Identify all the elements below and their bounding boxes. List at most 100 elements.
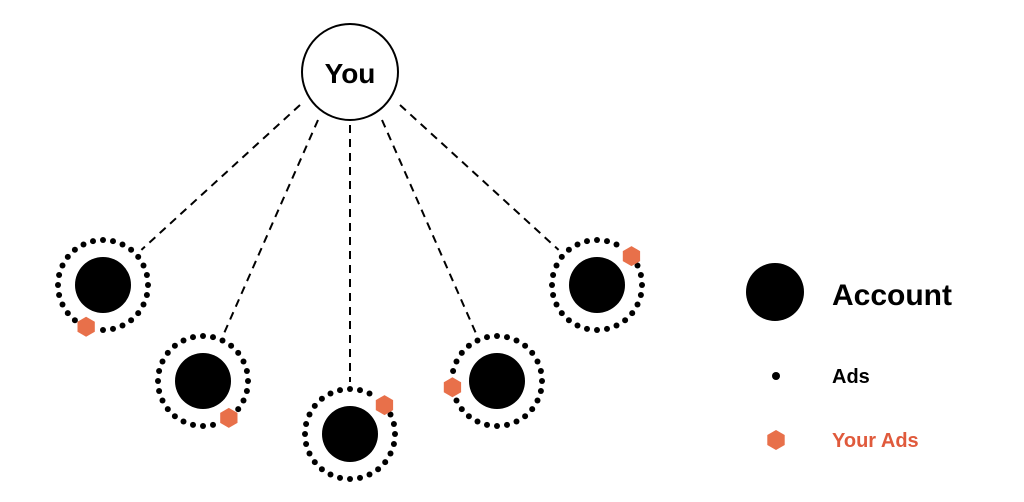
ad-dot (55, 282, 61, 288)
ad-dot (190, 334, 196, 341)
ad-dot (565, 246, 572, 253)
ad-dot (302, 431, 308, 437)
ad-dot (453, 358, 460, 365)
ad-dot (140, 301, 147, 308)
legend-ads-label: Ads (832, 366, 870, 388)
accounts (55, 237, 645, 482)
ad-dot (550, 272, 557, 278)
ad-dot (604, 238, 610, 245)
ad-dot (135, 253, 142, 260)
ad-dot (382, 459, 389, 466)
account-node (55, 237, 151, 337)
ad-dot (390, 441, 397, 447)
ad-dot (474, 418, 481, 425)
ad-dot (135, 310, 142, 317)
ad-dot (494, 333, 500, 339)
dot-icon (772, 372, 780, 380)
ad-dot (159, 397, 166, 404)
account-node (443, 333, 545, 429)
ad-dot (311, 402, 318, 409)
ad-dot (119, 241, 126, 248)
ad-dot (71, 317, 78, 324)
ad-dot (243, 388, 250, 394)
ad-dot (240, 358, 247, 365)
ad-dot (584, 325, 590, 332)
connector-line (381, 119, 477, 334)
ad-dot (56, 292, 63, 298)
connector-line (140, 104, 301, 251)
ad-dot (155, 378, 161, 384)
ad-dot (140, 262, 147, 269)
ad-dot (357, 474, 363, 481)
account-circle (569, 257, 625, 313)
your-ad-hexagon (375, 395, 394, 416)
ad-dot (190, 421, 196, 428)
ad-dot (522, 342, 529, 349)
ad-dot (453, 397, 460, 404)
ad-dot (171, 413, 178, 420)
ad-dot (604, 325, 610, 332)
ad-dot (549, 282, 555, 288)
ad-dot (465, 413, 472, 420)
ad-dot (145, 282, 151, 288)
ad-dot (558, 253, 565, 260)
ad-dot (529, 349, 536, 356)
ad-dot (392, 431, 398, 437)
ad-dot (156, 368, 163, 374)
legend-account: Account (746, 263, 952, 321)
ad-dot (80, 241, 87, 248)
your-ad-hexagon (622, 246, 641, 267)
ad-dot (594, 327, 600, 333)
ad-dot (306, 411, 313, 418)
ad-dot (537, 388, 544, 394)
ad-dot (143, 292, 150, 298)
ad-dot (634, 262, 641, 269)
ad-dot (504, 334, 510, 341)
ad-dot (366, 390, 373, 397)
root-circle (301, 23, 399, 121)
ad-dot (550, 292, 557, 298)
ad-dot (164, 406, 171, 413)
ad-dot (539, 378, 545, 384)
ad-dot (171, 342, 178, 349)
ad-dot (522, 413, 529, 420)
ad-dot (390, 421, 397, 427)
connector-line (399, 104, 560, 251)
ad-dot (210, 334, 216, 341)
ad-dot (210, 421, 216, 428)
ad-dot (474, 337, 481, 344)
ad-dot (71, 246, 78, 253)
ad-dot (64, 310, 71, 317)
ad-dot (458, 349, 465, 356)
ad-dot (327, 390, 334, 397)
ad-dot (200, 333, 206, 339)
ad-dot (375, 466, 382, 473)
ad-dot (465, 342, 472, 349)
ad-dot (639, 282, 645, 288)
ad-dot (347, 476, 353, 482)
ad-dot (59, 301, 66, 308)
account-circle (175, 353, 231, 409)
ad-dot (484, 334, 490, 341)
ad-dot (387, 450, 394, 457)
connector-line (223, 119, 319, 334)
your-ad-hexagon (220, 407, 238, 428)
ad-dot (243, 368, 250, 374)
ad-dot (634, 301, 641, 308)
account-circle (322, 406, 378, 462)
your-ad-hexagon (443, 377, 462, 398)
ad-dot (56, 272, 63, 278)
ad-dot (200, 423, 206, 429)
ad-dot (228, 342, 235, 349)
ad-dot (180, 418, 187, 425)
account-circle (75, 257, 131, 313)
ad-dot (450, 368, 457, 374)
ad-dot (529, 406, 536, 413)
legend-ads: Ads (772, 366, 870, 388)
ad-dot (366, 471, 373, 478)
your-ad-hexagon (77, 316, 95, 337)
ad-dot (574, 241, 581, 248)
ad-dot (387, 411, 394, 418)
ad-dot (553, 301, 560, 308)
